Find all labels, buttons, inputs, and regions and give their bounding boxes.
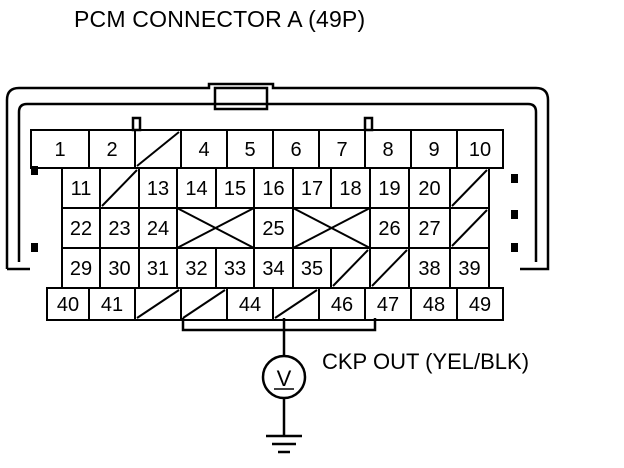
pin-number: 31 (147, 258, 169, 280)
pin-number: 22 (70, 218, 92, 240)
connector-housing-inner (17, 102, 538, 262)
pin-number: 24 (147, 218, 169, 240)
pin-number: 6 (290, 139, 301, 161)
vacant-slash (136, 131, 180, 167)
pin-number: 41 (101, 294, 123, 316)
vacant-cross (176, 207, 255, 249)
pin-number: 33 (224, 258, 246, 280)
pin-number: 46 (331, 294, 353, 316)
ground-icon (266, 434, 302, 454)
pin-number: 32 (185, 258, 207, 280)
vacant-slash (182, 289, 226, 319)
pin-number: 11 (71, 178, 92, 200)
connector-key-right (363, 116, 374, 132)
pin-number: 17 (301, 178, 323, 200)
connector-housing-outer (5, 82, 550, 271)
voltmeter-icon: V (261, 354, 307, 400)
pin-number: 2 (106, 139, 117, 161)
pin-number: 14 (185, 178, 207, 200)
connector-nub (31, 166, 38, 175)
pin-number: 26 (378, 218, 400, 240)
pin-number: 29 (70, 258, 92, 280)
pin-number: 49 (469, 294, 491, 316)
connector-nub (511, 243, 518, 252)
pin-cavity (456, 287, 504, 321)
pin-number: 8 (382, 139, 393, 161)
pin-number: 38 (418, 258, 440, 280)
probe-label: CKP OUT (YEL/BLK) (322, 349, 530, 374)
vacant-slash (332, 249, 369, 287)
pin-number: 39 (458, 258, 480, 280)
vacant-slash (451, 169, 488, 207)
pin-number: 19 (378, 178, 400, 200)
pin-number: 34 (262, 258, 284, 280)
pin-number: 48 (423, 294, 445, 316)
pin-number: 35 (301, 258, 323, 280)
pin-number: 1 (54, 139, 65, 161)
pin-number: 23 (108, 218, 130, 240)
pin-number: 40 (57, 294, 79, 316)
vacant-slash (136, 289, 180, 319)
pin-number: 16 (262, 178, 284, 200)
pin-number: 47 (377, 294, 399, 316)
vacant-slash (274, 289, 318, 319)
voltmeter-symbol: V (277, 366, 292, 391)
pin-number: 25 (262, 218, 284, 240)
connector-nub (511, 174, 518, 183)
connector-nub (31, 243, 38, 252)
connector-key-left (131, 116, 142, 132)
pin-number: 44 (239, 294, 261, 316)
connector-latch (213, 86, 269, 111)
pin-number: 27 (418, 218, 440, 240)
pin-number: 20 (418, 178, 440, 200)
pin-number: 9 (428, 139, 439, 161)
vacant-slash (371, 249, 408, 287)
page-title: PCM CONNECTOR A (49P) (74, 6, 366, 32)
pin-number: 13 (147, 178, 169, 200)
pin-number: 30 (108, 258, 130, 280)
pin-number: 15 (224, 178, 246, 200)
pin-number: 10 (469, 139, 491, 161)
pin-number: 4 (198, 139, 209, 161)
vacant-slash (101, 169, 138, 207)
connector-bottom-lip (181, 318, 377, 332)
vacant-cross (292, 207, 371, 249)
pin-number: 5 (244, 139, 255, 161)
connector-nub (511, 210, 518, 219)
pin-number: 7 (336, 139, 347, 161)
vacant-slash (451, 209, 488, 247)
pin-number: 18 (339, 178, 361, 200)
